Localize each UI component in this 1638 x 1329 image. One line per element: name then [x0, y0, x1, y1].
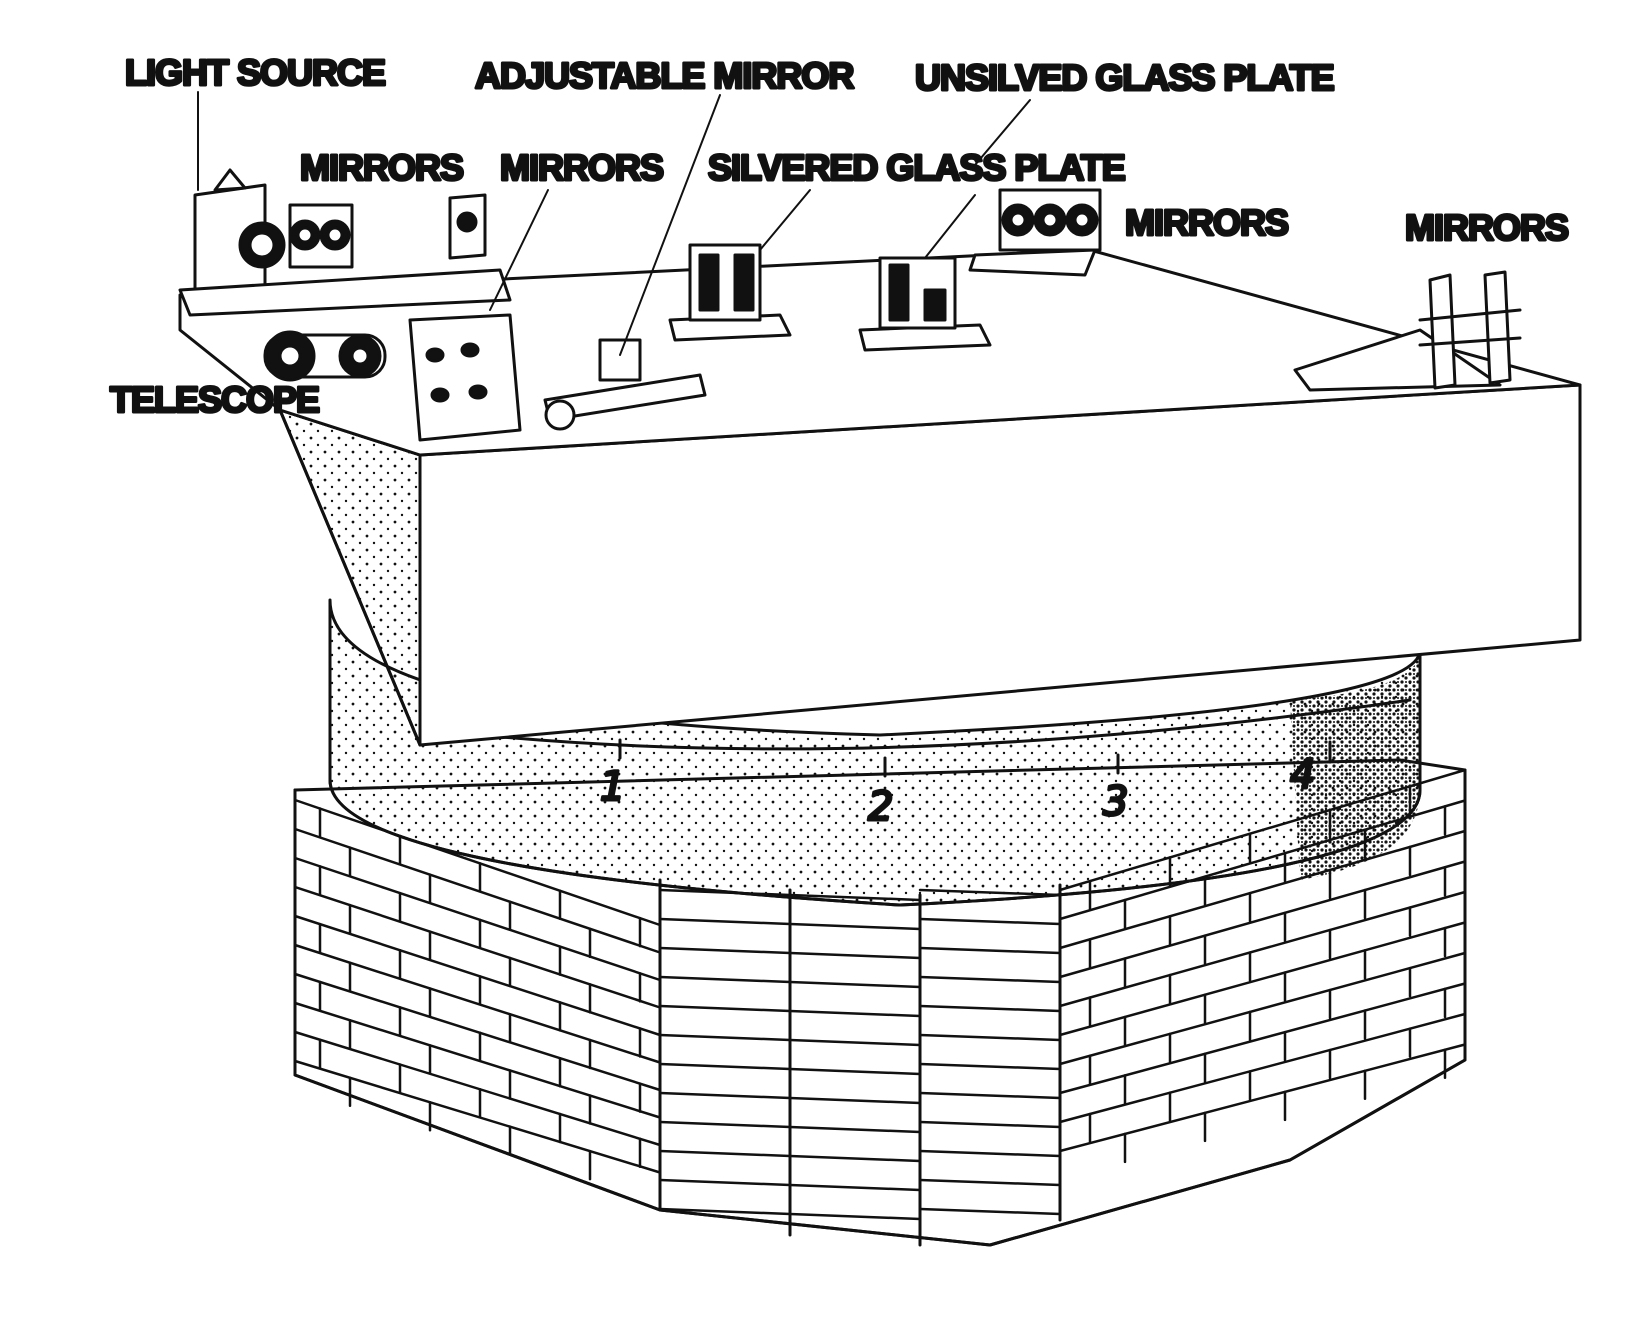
light-source — [178, 168, 512, 317]
unsilvered-glass-plate — [858, 256, 992, 352]
scale-mark-3: 3 — [1103, 779, 1128, 825]
label-mirrors-2: MIRRORS — [500, 147, 663, 188]
float-ring — [328, 598, 1422, 907]
silvered-glass-plate — [668, 243, 792, 342]
stone-slab — [178, 248, 1582, 747]
scale-mark-4: 4 — [1290, 752, 1315, 798]
label-mirrors-3: MIRRORS — [1125, 202, 1288, 243]
brick-courses — [293, 768, 1467, 1221]
mirror-block — [408, 313, 522, 442]
mirrors-far-right — [1293, 270, 1522, 392]
label-light-source: LIGHT SOURCE — [125, 52, 385, 93]
label-adjustable-mirror: ADJUSTABLE MIRROR — [475, 55, 854, 96]
mirrors-back-right — [968, 188, 1102, 277]
label-mirrors-1: MIRRORS — [300, 147, 463, 188]
label-mirrors-4: MIRRORS — [1405, 207, 1568, 248]
leader-lines — [197, 91, 1031, 356]
adjustable-mirror — [543, 338, 707, 431]
scale-mark-2: 2 — [868, 784, 893, 830]
telescope — [263, 330, 387, 382]
mirrors-left-pair — [288, 193, 487, 269]
label-unsilvered-glass-plate: UNSILVED GLASS PLATE — [915, 57, 1334, 98]
label-silvered-glass-plate: SILVERED GLASS PLATE — [708, 147, 1125, 188]
label-telescope: TELESCOPE — [110, 379, 319, 420]
scale-mark-1: 1 — [600, 764, 625, 810]
